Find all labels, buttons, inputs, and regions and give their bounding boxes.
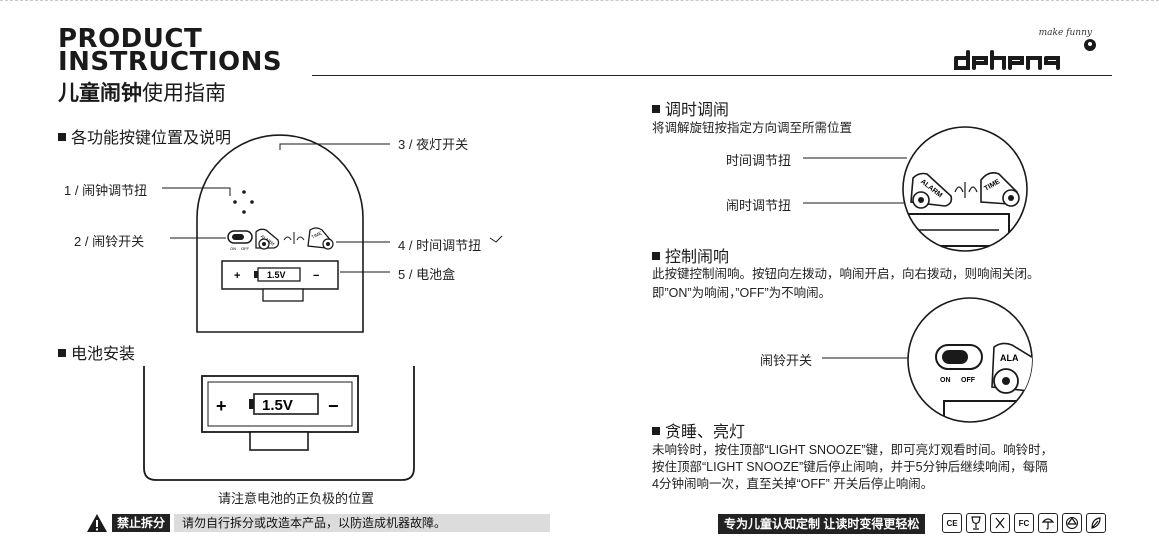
snooze-section-title: 贪睡、亮灯: [652, 418, 745, 442]
label-alarm-switch-right: 闹铃开关: [760, 353, 813, 368]
title-line-product: PRODUCT: [58, 24, 203, 54]
warning-text: 请勿自行拆分或改造本产品，以防造成机器故障。: [174, 514, 550, 532]
functions-section-title: 各功能按键位置及说明: [58, 124, 231, 148]
eco-leaf-icon: [1086, 513, 1106, 533]
device-time-label: TIME: [311, 231, 323, 240]
alarm-switch-icon: ON OFF: [227, 230, 253, 251]
label-alarm-knob-right: 闹时调节扭: [726, 198, 792, 213]
brand-tagline: make funny: [1038, 28, 1092, 38]
control-zoom-diagram: ON OFF ALA: [822, 297, 1033, 423]
fragile-glass-icon: [966, 513, 986, 533]
leader-lines: [162, 143, 390, 273]
device-battery-voltage: 1.5V: [267, 270, 286, 280]
zoom-time-knob-icon: TIME: [980, 172, 1020, 207]
battery-cover-tab: [249, 431, 309, 451]
snooze-line1: 未响铃时，按住顶部“LIGHT SNOOZE”键，即可亮灯观看时间。响铃时，: [652, 443, 1054, 457]
clock-front-diagram: ON OFF ALARM TIME + 1.5V −: [162, 134, 503, 333]
brand-logo-mark: [954, 39, 1096, 70]
certification-icons: CE FC: [942, 513, 1106, 535]
time-knob-icon: TIME: [307, 227, 334, 250]
direction-arrows-icon: [283, 232, 305, 244]
warning-bar: 禁止拆分 请勿自行拆分或改造本产品，以防造成机器故障。: [86, 513, 550, 533]
snooze-line2: 按住顶部“LIGHT SNOOZE”键后停止闹响，并于5分钟后继续响闹，每隔: [652, 460, 1048, 474]
title-cn-rest: 使用指南: [142, 81, 226, 105]
device-battery-plus: +: [234, 270, 240, 282]
label-time-knob-right: 时间调节扭: [726, 153, 792, 168]
bullet-square-icon: [652, 252, 660, 260]
set-time-zoom-diagram: ALARM TIME: [803, 126, 1028, 252]
clock-body-outline: [196, 134, 364, 333]
device-switch-off: OFF: [241, 246, 250, 251]
title-english: PRODUCT INSTRUCTIONS: [58, 24, 283, 77]
device-switch-on: ON: [230, 246, 236, 251]
battery-compartment-outline: [143, 366, 415, 481]
brand-logo: make funny: [950, 28, 1110, 72]
zoom-switch-off: OFF: [961, 377, 976, 384]
recycle-icon: [1062, 513, 1082, 533]
label-night-light: 3 / 夜灯开关: [398, 137, 469, 152]
label-alarm-knob: 1 / 闹钟调节扭: [64, 183, 148, 198]
label-alarm-switch: 2 / 闹铃开关: [74, 234, 145, 249]
slogan-bar: 专为儿童认知定制 让读时变得更轻松: [718, 514, 926, 534]
warning-tag: 禁止拆分: [112, 514, 171, 532]
label-battery-box: 5 / 电池盒: [398, 267, 456, 282]
label-time-knob: 4 / 时间调节扭: [398, 238, 482, 253]
title-cn-bold: 儿童闹钟: [58, 81, 142, 105]
battery-voltage: 1.5V: [262, 397, 293, 414]
keep-dry-umbrella-icon: [1038, 513, 1058, 533]
zoom-ala-label: ALA: [1000, 353, 1019, 363]
alarm-knob-icon: ALARM: [255, 228, 280, 250]
battery-box-icon: + 1.5V −: [221, 260, 339, 302]
battery-install-diagram: + 1.5V −: [143, 366, 415, 481]
title-chinese: 儿童闹钟使用指南: [58, 77, 226, 107]
bullet-square-icon: [58, 133, 66, 141]
warning-triangle-icon: [87, 514, 107, 532]
set-time-desc: 将调解旋钮按指定方向调至所需位置: [652, 121, 853, 135]
battery-note: 请注意电池的正负极的位置: [218, 491, 375, 506]
control-desc-line2: 即”ON”为响闹，”OFF”为不响闹。: [652, 286, 832, 300]
checkmark-icon: [489, 235, 503, 243]
ce-mark-icon: CE: [942, 513, 962, 533]
battery-section-title: 电池安装: [58, 340, 135, 364]
device-battery-minus: −: [313, 270, 319, 282]
zoom-direction-arrows-icon: [954, 182, 978, 198]
zoom-switch-on: ON: [940, 377, 951, 384]
no-hands-icon: [990, 513, 1010, 533]
set-time-section-title: 调时调闹: [652, 96, 729, 120]
title-line-instructions: INSTRUCTIONS: [58, 47, 283, 77]
battery-plus: +: [216, 396, 227, 416]
snooze-line3: 4分钟闹响一次，直至关掉“OFF” 开关后停止响闹。: [652, 477, 934, 491]
zoom-alarm-knob-partial-icon: ALA: [991, 342, 1032, 394]
battery-minus: −: [328, 396, 339, 416]
control-section-title: 控制闹响: [652, 243, 729, 267]
bullet-square-icon: [58, 349, 66, 357]
control-desc-line1: 此按键控制闹响。按钮向左拨动，响闹开启，向右拨动，则响闹关闭。: [652, 267, 1040, 281]
zoom-alarm-knob-icon: ALARM: [910, 172, 953, 209]
top-dashed-border: [0, 0, 1159, 1]
header-rule: [312, 75, 1112, 76]
bullet-square-icon: [652, 427, 660, 435]
zoom-switch-icon: ON OFF: [935, 344, 983, 384]
bullet-square-icon: [652, 105, 660, 113]
fc-mark-icon: FC: [1014, 513, 1034, 533]
speaker-dots-icon: [233, 190, 254, 214]
